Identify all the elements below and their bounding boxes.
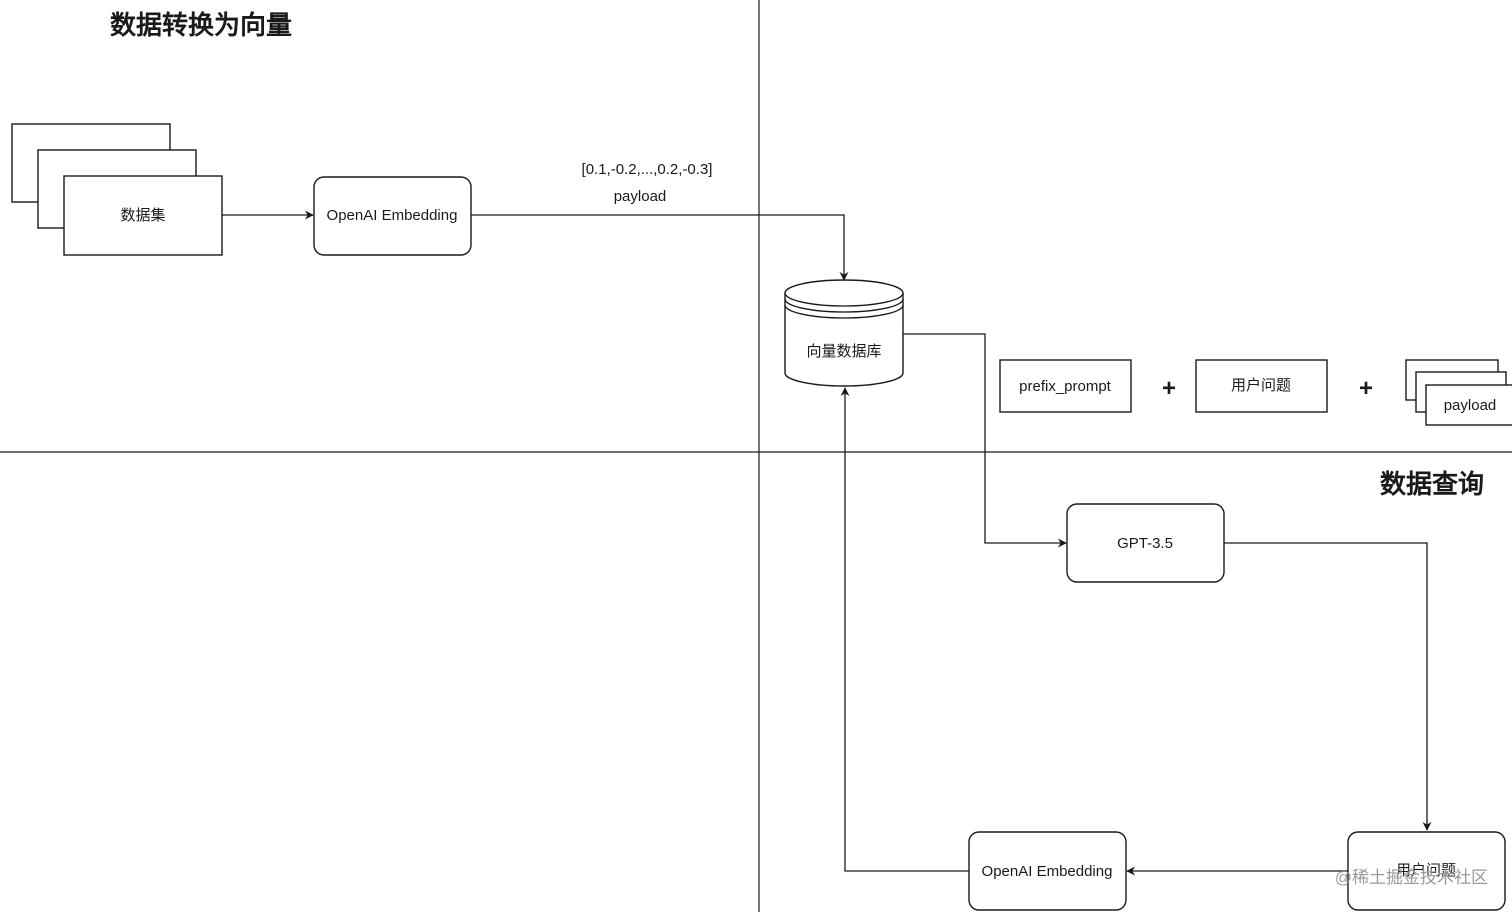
edge-label-vector-value: [0.1,-0.2,...,0.2,-0.3] xyxy=(582,161,713,178)
edge-gpt-to-user-question xyxy=(1224,542,1432,831)
payload-stack[interactable]: payload xyxy=(1405,359,1512,426)
edge-vector-db-to-gpt xyxy=(903,333,1067,548)
user-question-node-bottom[interactable]: 用户问题 xyxy=(1347,831,1506,911)
payload-stack-label: payload xyxy=(1444,397,1497,414)
openai-embedding-node-top[interactable]: OpenAI Embedding xyxy=(313,176,472,256)
openai-embedding-node-bottom[interactable]: OpenAI Embedding xyxy=(968,831,1127,911)
plus-operator-1: + xyxy=(1162,375,1176,402)
user-question-label-bottom: 用户问题 xyxy=(1396,862,1456,879)
prefix-prompt-node[interactable]: prefix_prompt xyxy=(999,359,1132,413)
dataset-stack[interactable]: 数据集 xyxy=(11,123,223,256)
plus-operator-2: + xyxy=(1359,375,1373,402)
vector-database-node[interactable]: 向量数据库 xyxy=(784,279,904,387)
user-question-label-top: 用户问题 xyxy=(1231,377,1291,394)
openai-embedding-label-bottom: OpenAI Embedding xyxy=(982,863,1113,880)
gpt-node[interactable]: GPT-3.5 xyxy=(1066,503,1225,583)
dataset-label: 数据集 xyxy=(120,207,165,224)
section-title-query: 数据查询 xyxy=(1380,469,1484,499)
openai-embedding-label-top: OpenAI Embedding xyxy=(327,207,458,224)
vector-database-label: 向量数据库 xyxy=(806,343,881,360)
prefix-prompt-label: prefix_prompt xyxy=(1019,378,1112,395)
gpt-label: GPT-3.5 xyxy=(1117,535,1173,552)
edge-embedding-to-vector-db xyxy=(471,214,849,281)
edge-label-payload: payload xyxy=(614,188,667,205)
edge-embedding-to-vector-db-query xyxy=(840,387,969,872)
watermark: @稀土掘金技术社区 xyxy=(1335,868,1488,887)
section-title-conversion: 数据转换为向量 xyxy=(110,10,292,40)
user-question-node-top[interactable]: 用户问题 xyxy=(1195,359,1328,413)
